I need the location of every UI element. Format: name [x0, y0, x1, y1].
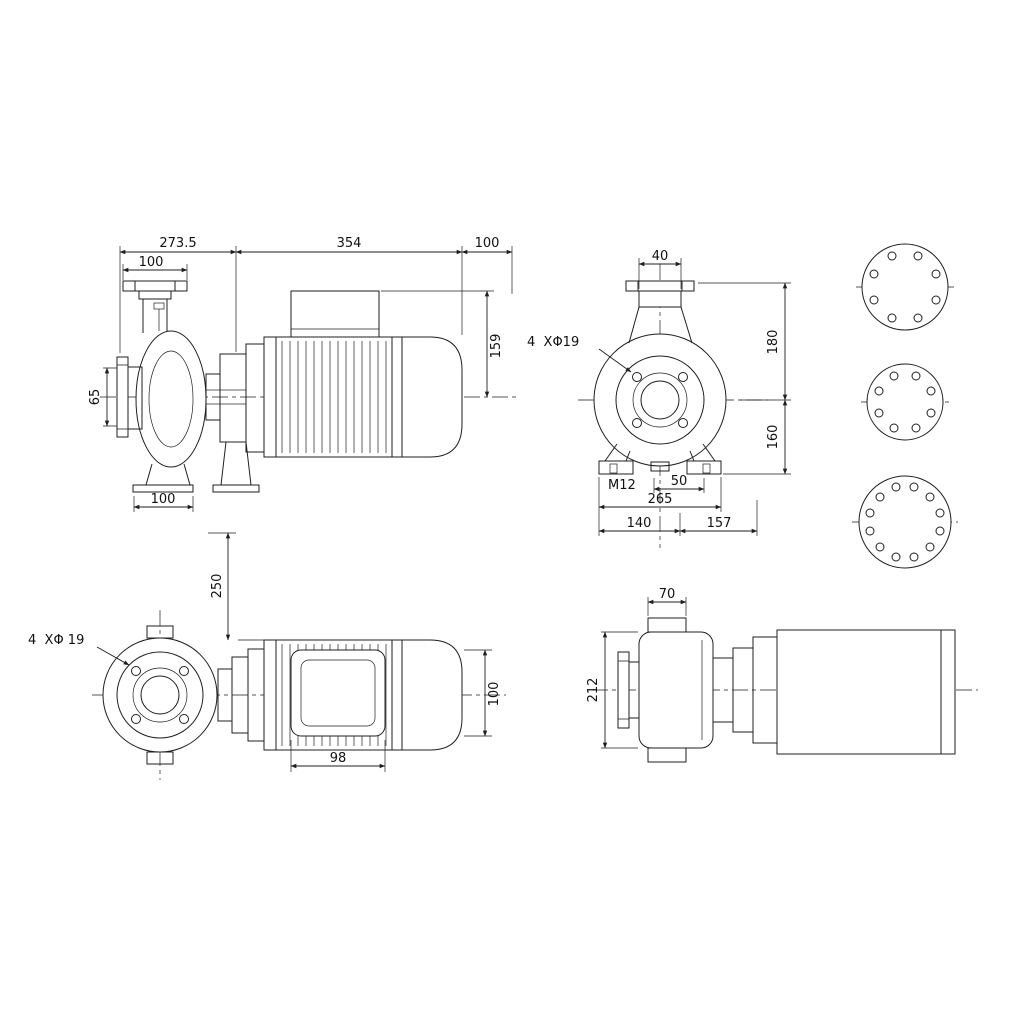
dim-base-width: 265 [598, 477, 722, 512]
dim-box-depth: 100 [464, 649, 502, 737]
dim-flange-width: 100 [122, 255, 188, 280]
dim-port-width: 40 [638, 249, 682, 289]
top-pump-casing [102, 625, 218, 765]
motor-fins [281, 341, 387, 453]
front-feet [598, 443, 722, 475]
dim-label-box-width: 98 [330, 751, 347, 766]
flange-bottom [852, 475, 958, 569]
suction-bolt-hole [179, 666, 189, 676]
dim-casing-height: 212 [586, 631, 638, 749]
flange-bolt-hole [632, 372, 642, 382]
flange-middle [861, 363, 949, 441]
terminal-box-top [290, 649, 386, 737]
view-top: 250 4 XΦ 19 [28, 532, 506, 780]
dim-label-suction: 65 [88, 389, 103, 406]
dim-vertical-right: 180 160 [698, 282, 791, 475]
flange-views [852, 243, 958, 569]
dim-box-width: 98 [290, 740, 386, 772]
dim-chain-top: 273.5 354 100 [119, 236, 513, 353]
suction-flange-side [116, 356, 143, 438]
dim-motor-height: 159 [381, 290, 504, 398]
dim-label-base-width: 265 [648, 492, 673, 507]
dim-label-flange-width: 100 [139, 255, 164, 270]
dim-label-port-width: 40 [652, 249, 669, 264]
front-casing [593, 306, 727, 467]
suction-bolt-hole [131, 714, 141, 724]
dim-center-offset: 250 [208, 532, 266, 641]
dim-label-center-to-base: 160 [766, 425, 781, 450]
view-front: 40 4 XΦ19 M12 [527, 249, 791, 548]
volute-casing-side [132, 330, 207, 493]
dim-label-center-offset: 250 [210, 574, 225, 599]
dim-label-motor-length: 354 [337, 236, 362, 251]
dim-label-foot-holes: 50 [671, 474, 688, 489]
view-side: 273.5 354 100 100 [88, 236, 516, 512]
flange-top [856, 243, 954, 331]
end-casing [638, 617, 714, 763]
dim-foot-holes: 50 [653, 474, 705, 493]
flange-bolt-hole [678, 372, 688, 382]
bolt-note-top: 4 XΦ 19 [28, 633, 130, 666]
end-suction-flange [617, 651, 640, 729]
front-discharge-flange [625, 280, 695, 308]
dim-base-split: 140 157 [598, 500, 758, 536]
end-motor-stool [776, 629, 956, 755]
motor-end-cap [401, 336, 463, 458]
top-motor [263, 639, 463, 751]
dim-label-clearance: 100 [475, 236, 500, 251]
dim-label-top-to-center: 180 [766, 330, 781, 355]
dim-label-base-left: 140 [627, 516, 652, 531]
flange-bolt-hole [678, 418, 688, 428]
dim-lug-width: 70 [647, 587, 687, 616]
motor-side [263, 290, 463, 458]
dim-label-casing-height: 212 [586, 678, 601, 703]
bolt-note-top-label: 4 XΦ 19 [28, 633, 84, 648]
dim-label-lug-width: 70 [659, 587, 676, 602]
dim-foot-width: 100 [133, 492, 194, 512]
view-end: 70 212 [586, 587, 978, 763]
dim-label-foot-width: 100 [151, 492, 176, 507]
flange-bolt-hole [632, 418, 642, 428]
dim-label-base-right: 157 [707, 516, 732, 531]
discharge-flange [122, 280, 188, 333]
bolt-note-front: 4 XΦ19 [527, 335, 632, 373]
dim-label-pump-length: 273.5 [159, 236, 196, 251]
foot-thread-label: M12 [608, 478, 636, 493]
suction-bolt-hole [179, 714, 189, 724]
dim-suction-flange: 65 [88, 367, 117, 427]
dim-label-box-depth: 100 [487, 682, 502, 707]
bearing-bracket-side [205, 343, 265, 493]
terminal-box-side [290, 290, 380, 338]
bolt-note-front-label: 4 XΦ19 [527, 335, 579, 350]
dim-label-motor-height: 159 [489, 334, 504, 359]
motor-end-cap-top [401, 639, 463, 751]
top-bracket [217, 648, 265, 742]
suction-bolt-hole [131, 666, 141, 676]
